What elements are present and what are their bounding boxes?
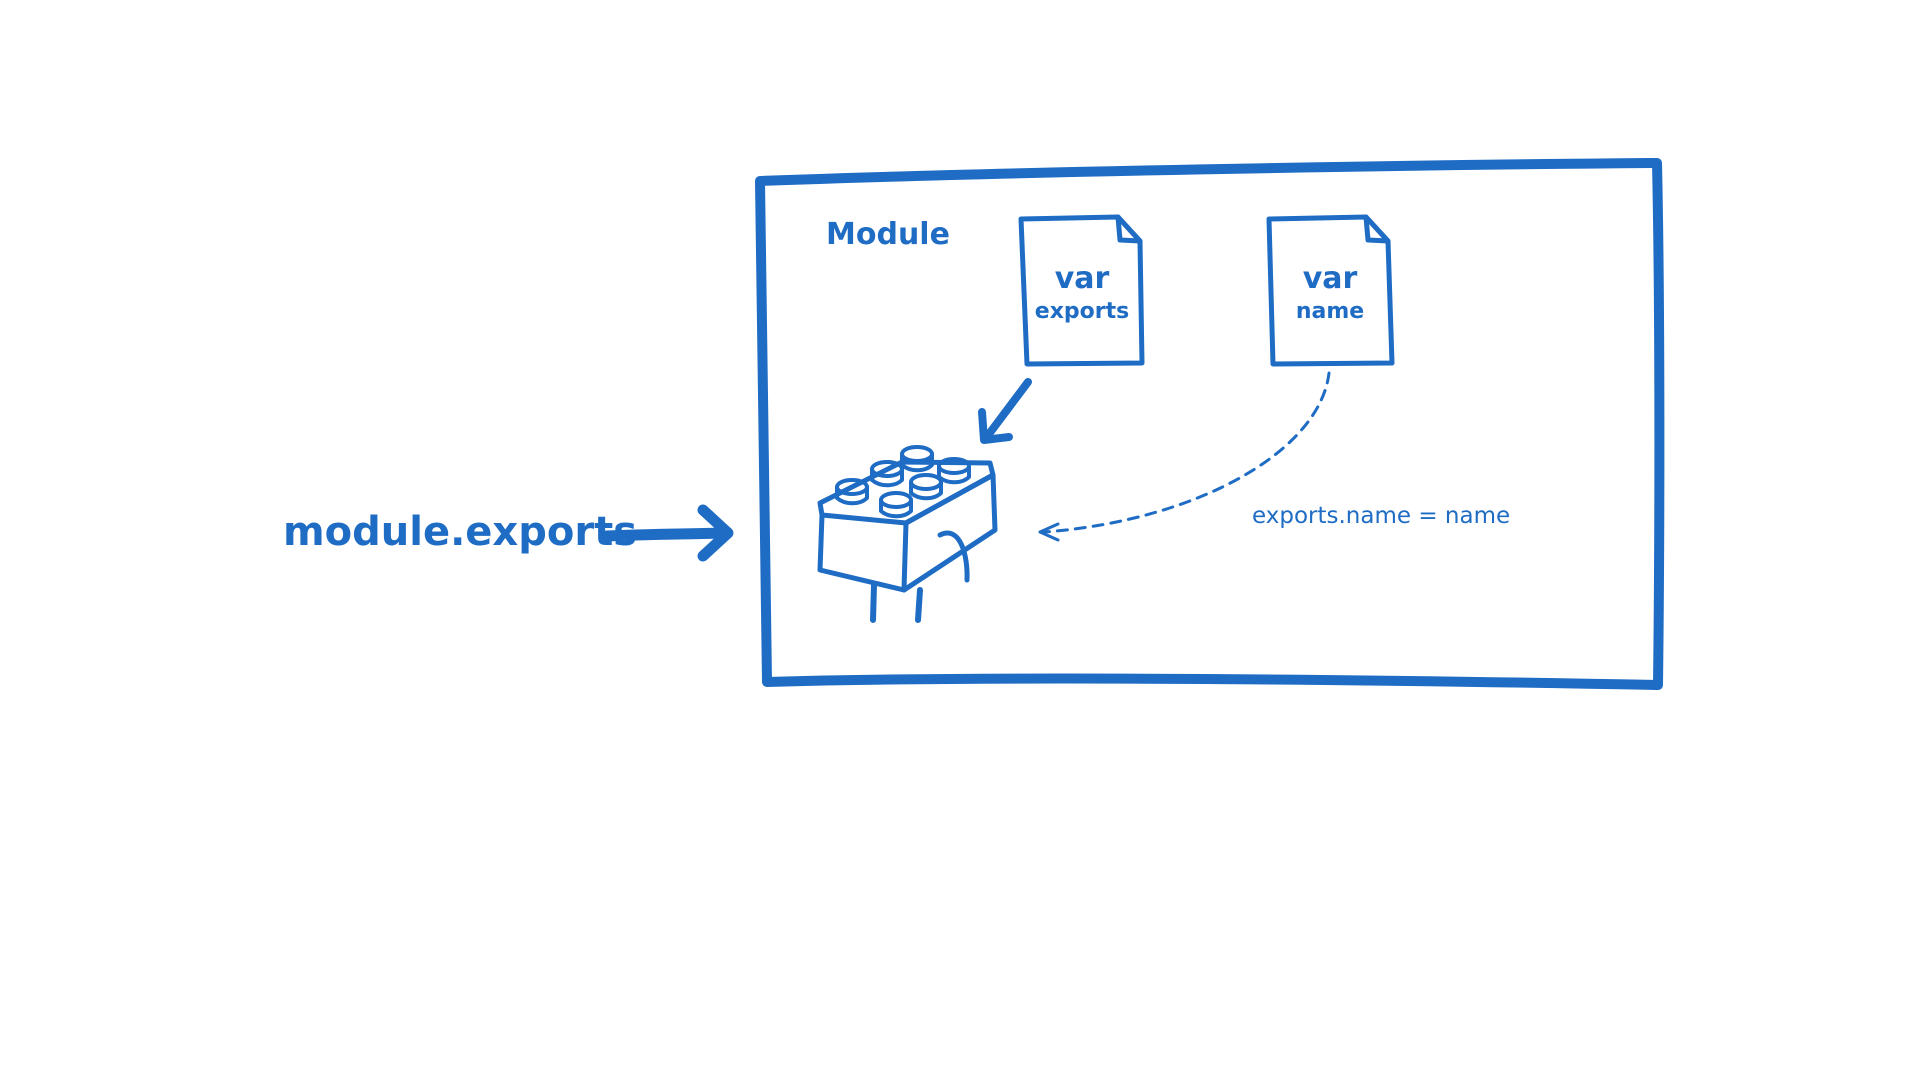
file-name: exports [1035,299,1129,324]
file-keyword: var [1055,261,1110,296]
file-var-name: var name [1266,214,1395,367]
file-keyword: var [1303,261,1358,296]
file-icon [1018,214,1145,367]
lego-brick-icon [817,445,998,623]
file-name: name [1296,299,1364,324]
module-label: Module [826,217,950,252]
module-exports-label: module.exports [283,509,637,555]
assignment-label: exports.name = name [1252,503,1510,529]
export-arrow [601,504,734,562]
module-box [755,158,1665,690]
assignment-arrow [1038,371,1331,542]
exports-arrow [978,378,1032,444]
file-icon [1266,214,1395,367]
file-var-exports: var exports [1018,214,1145,367]
